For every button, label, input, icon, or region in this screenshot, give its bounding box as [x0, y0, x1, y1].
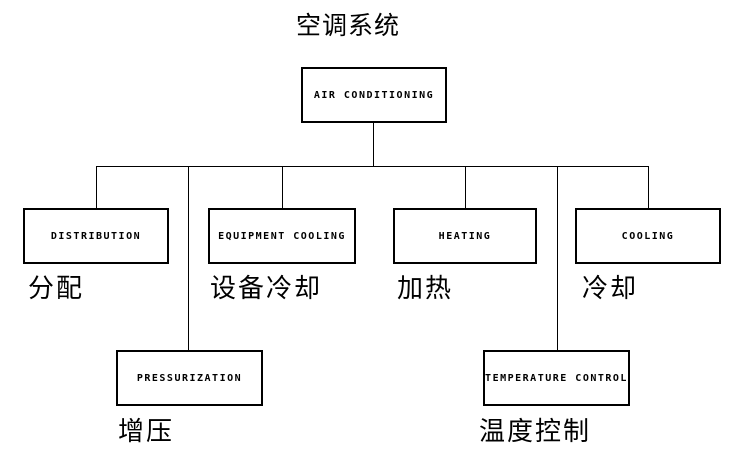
node-equipment-cooling-label: EQUIPMENT COOLING	[218, 230, 346, 242]
caption-cooling: 冷却	[582, 274, 639, 303]
node-temperature-control-label: TEMPERATURE CONTROL	[485, 372, 628, 384]
node-heating: HEATING	[393, 208, 537, 264]
connector-bus	[96, 166, 649, 167]
connector-to-equipment-cooling	[282, 166, 283, 208]
connector-to-heating	[465, 166, 466, 208]
node-pressurization-label: PRESSURIZATION	[136, 372, 243, 384]
node-pressurization: PRESSURIZATION	[116, 350, 263, 406]
connector-to-cooling	[648, 166, 649, 208]
node-equipment-cooling: EQUIPMENT COOLING	[208, 208, 356, 264]
caption-distribution: 分配	[28, 274, 85, 303]
connector-to-temperature-control	[557, 166, 558, 350]
node-air-conditioning-label: AIR CONDITIONING	[313, 89, 435, 101]
node-cooling: COOLING	[575, 208, 721, 264]
node-distribution: DISTRIBUTION	[23, 208, 169, 264]
node-cooling-label: COOLING	[621, 230, 675, 242]
node-air-conditioning: AIR CONDITIONING	[301, 67, 447, 123]
connector-root-stem	[373, 123, 374, 166]
caption-temperature-control: 温度控制	[479, 417, 592, 446]
node-temperature-control: TEMPERATURE CONTROL	[483, 350, 630, 406]
connector-to-pressurization	[188, 166, 189, 350]
node-heating-label: HEATING	[438, 230, 492, 242]
caption-pressurization: 增压	[118, 417, 175, 446]
caption-heating: 加热	[397, 274, 454, 303]
caption-equipment-cooling: 设备冷却	[210, 274, 323, 303]
diagram-title: 空调系统	[296, 13, 401, 40]
connector-to-distribution	[96, 166, 97, 208]
node-distribution-label: DISTRIBUTION	[50, 230, 142, 242]
